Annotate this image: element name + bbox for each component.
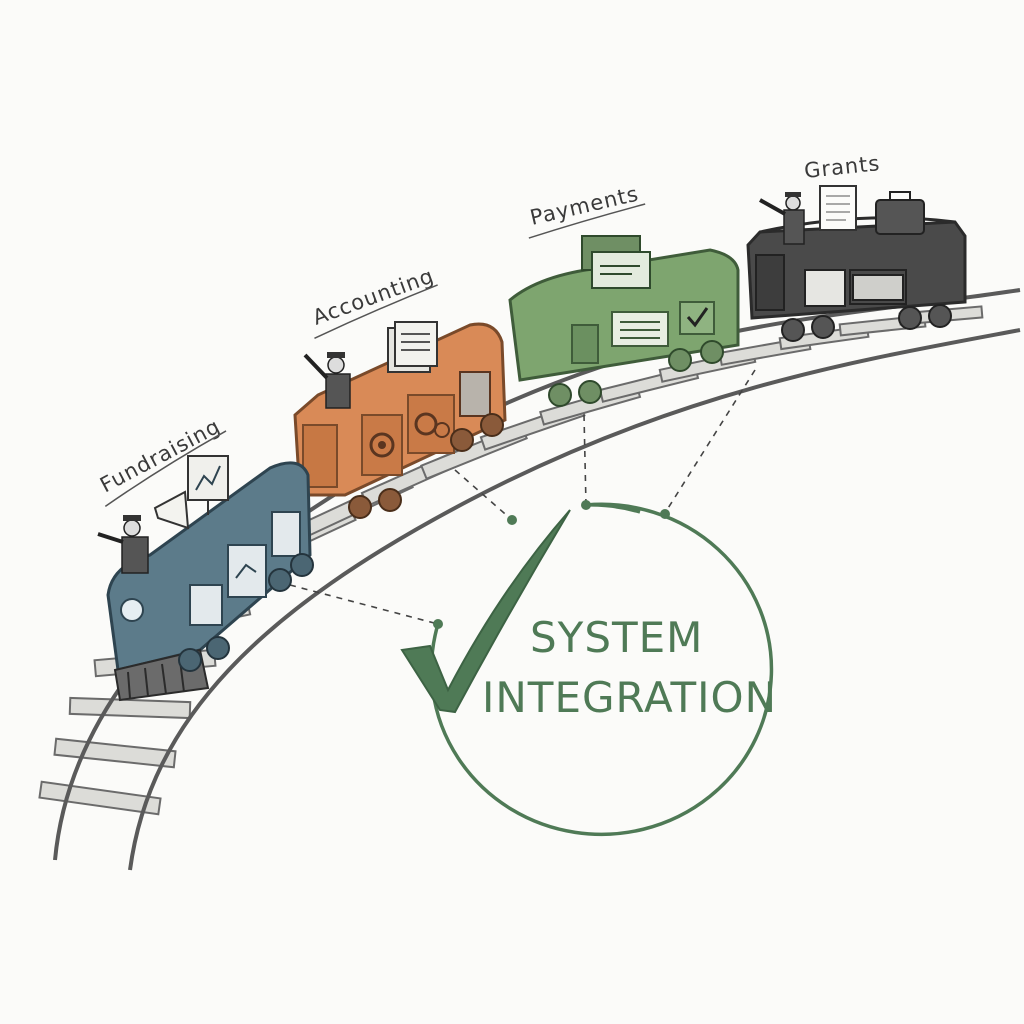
- node-payments: [581, 500, 591, 510]
- fundraising-car: [97, 455, 314, 702]
- chart-board-icon: [187, 455, 229, 515]
- headlight: [120, 598, 144, 622]
- integration-line2: INTEGRATION: [482, 673, 777, 722]
- node-accounting: [507, 515, 517, 525]
- payments-check-icon: [686, 307, 709, 328]
- accounting-label-text: Accounting: [310, 264, 438, 330]
- integration-line1: SYSTEM: [530, 613, 703, 662]
- payments-label: Payments: [528, 182, 646, 239]
- connector-accounting: [454, 469, 513, 521]
- payment-cards-icon: [581, 235, 651, 289]
- node-grants: [660, 509, 670, 519]
- system-integration-badge: SYSTEM INTEGRATION: [400, 500, 777, 837]
- node-fundraising: [433, 619, 443, 629]
- connector-lines: [289, 369, 756, 625]
- payments-label-text: Payments: [528, 182, 641, 230]
- rail-right: [128, 328, 1021, 871]
- checkmark-icon: [400, 509, 571, 714]
- gear-icon-2: [407, 394, 455, 454]
- fundraising-wheels: [178, 553, 314, 672]
- fundraising-conductor-figure: [97, 515, 149, 574]
- accounting-car: [293, 321, 507, 519]
- grants-wheels: [781, 304, 952, 342]
- accounting-conductor-figure: [303, 352, 351, 409]
- accounting-wheels: [348, 413, 504, 519]
- payments-wheels: [548, 340, 724, 407]
- grants-label-text: Grants: [803, 151, 881, 183]
- fundraising-car-body: [106, 461, 312, 672]
- gear-icon: [361, 414, 403, 476]
- connector-fundraising: [289, 584, 439, 625]
- grants-label: Grants: [803, 151, 881, 183]
- grants-conductor-figure: [759, 192, 805, 245]
- megaphone-icon: [153, 490, 190, 530]
- connector-grants: [664, 369, 756, 514]
- grants-chart-panel: [804, 269, 846, 307]
- grants-car: [746, 185, 967, 342]
- connector-payments: [583, 414, 587, 506]
- ledger-stack-icon: [387, 321, 438, 373]
- document-icon: [819, 185, 857, 231]
- integration-circle: [429, 502, 774, 837]
- payments-car: [508, 235, 740, 407]
- briefcase-icon: [875, 199, 925, 235]
- fundraising-panels: [189, 511, 301, 626]
